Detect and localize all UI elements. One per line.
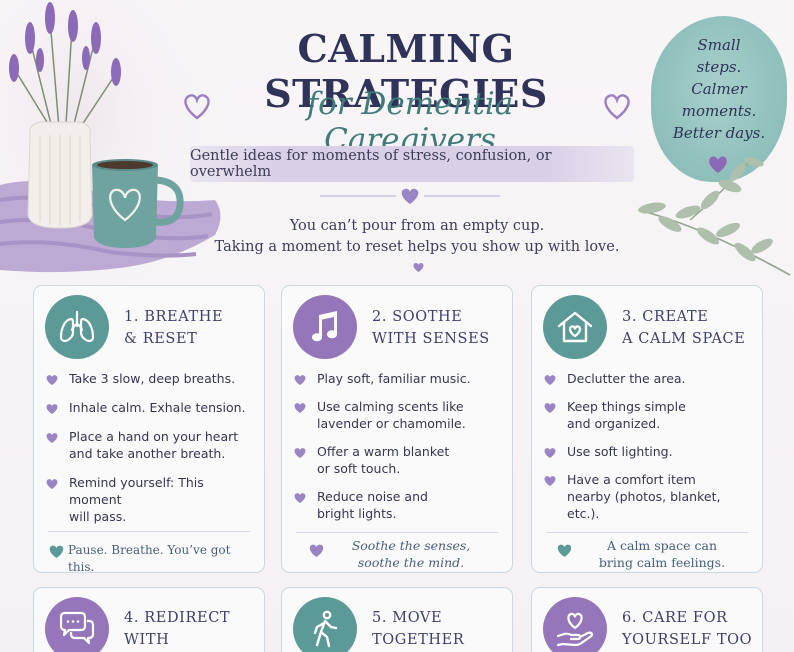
list-item: Place a hand on your heart and take anot… — [45, 428, 257, 462]
card-redirect-kindness: 4. REDIRECT WITH KINDNESS — [33, 587, 265, 652]
heart-divider — [320, 188, 500, 204]
music-note-icon — [293, 295, 357, 359]
intro-line-1: You can’t pour from an empty cup. — [289, 218, 545, 234]
heart-bullet-icon — [46, 433, 58, 443]
card-breathe-reset: 1. BREATHE & RESET Take 3 slow, deep bre… — [33, 285, 265, 574]
heart-bullet-icon — [544, 375, 556, 385]
heart-bullet-icon — [294, 448, 306, 458]
footer-divider — [48, 531, 250, 532]
eucalyptus-leaves-decoration — [637, 157, 791, 276]
outline-heart-icon — [604, 94, 630, 120]
list-item: Offer a warm blanket or soft touch. — [293, 443, 505, 477]
lavender-mug-illustration — [0, 0, 230, 290]
card-calm-space: 3. CREATE A CALM SPACE Declutter the are… — [531, 285, 763, 573]
card-move-together: 5. MOVE TOGETHER — [281, 587, 513, 652]
list-item: Use soft lighting. — [543, 443, 755, 460]
heart-bullet-icon — [544, 403, 556, 413]
card-title: 6. CARE FOR YOURSELF TOO — [622, 610, 753, 648]
card-title: 4. REDIRECT WITH KINDNESS — [124, 610, 231, 648]
list-item: Take 3 slow, deep breaths. — [45, 370, 257, 387]
card-title: 2. SOOTHE WITH SENSES — [372, 309, 490, 347]
intro-line-2: Taking a moment to reset helps you show … — [210, 237, 624, 279]
list-item: Reduce noise and bright lights. — [293, 488, 505, 522]
list-item: Play soft, familiar music. — [293, 370, 505, 387]
bullet-list: Declutter the area. Keep things simple a… — [543, 370, 755, 522]
house-heart-icon — [543, 295, 607, 359]
list-item: Remind yourself: This moment will pass. — [45, 474, 257, 525]
teal-heart-icon — [557, 544, 572, 557]
card-care-yourself: 6. CARE FOR YOURSELF TOO — [531, 587, 763, 652]
heart-bullet-icon — [544, 448, 556, 458]
badge-heart-icon — [709, 156, 727, 173]
heart-bullet-icon — [294, 493, 306, 503]
intro-text: You can’t pour from an empty cup. Taking… — [210, 216, 624, 279]
outline-heart-icon — [184, 94, 210, 120]
card-title: 3. CREATE A CALM SPACE — [622, 309, 746, 347]
list-item: Have a comfort item nearby (photos, blan… — [543, 471, 755, 522]
heart-bullet-icon — [294, 375, 306, 385]
chat-bubbles-icon — [45, 597, 109, 652]
card-title: 1. BREATHE & RESET — [124, 309, 224, 347]
tagline-text: Gentle ideas for moments of stress, conf… — [190, 148, 552, 180]
list-item: Inhale calm. Exhale tension. — [45, 399, 257, 416]
lungs-icon — [45, 295, 109, 359]
heart-bullet-icon — [46, 375, 58, 385]
list-item: Use calming scents like lavender or cham… — [293, 398, 505, 432]
walking-person-icon — [293, 597, 357, 652]
heart-bullet-icon — [46, 479, 58, 489]
heart-bullet-icon — [46, 404, 58, 414]
card-footer-quote: Pause. Breathe. You’ve got this. — [68, 543, 231, 574]
heart-bullet-icon — [544, 476, 556, 486]
card-footer-quote: A calm space can bring calm feelings. — [598, 538, 726, 570]
card-title: 5. MOVE TOGETHER — [372, 610, 465, 648]
list-item: Declutter the area. — [543, 370, 755, 387]
bullet-list: Take 3 slow, deep breaths. Inhale calm. … — [45, 370, 257, 525]
bullet-list: Play soft, familiar music. Use calming s… — [293, 370, 505, 522]
purple-heart-icon — [309, 544, 324, 557]
footer-divider — [546, 532, 748, 533]
footer-divider — [296, 532, 498, 533]
hand-heart-icon — [543, 597, 607, 652]
card-footer-quote: Soothe the senses, soothe the mind. — [351, 538, 471, 570]
page-title: CALMING STRATEGIES — [264, 26, 548, 116]
heart-bullet-icon — [294, 403, 306, 413]
teal-heart-icon — [49, 545, 64, 558]
motto-badge — [651, 16, 787, 182]
motto-text: Small steps. Calmer moments. Better days… — [672, 36, 766, 142]
list-item: Keep things simple and organized. — [543, 398, 755, 432]
tagline-banner: Gentle ideas for moments of stress, conf… — [190, 146, 634, 182]
subtitle-row: for Dementia Caregivers — [180, 82, 640, 158]
small-heart-icon — [412, 263, 424, 273]
card-soothe-senses: 2. SOOTHE WITH SENSES Play soft, familia… — [281, 285, 513, 573]
